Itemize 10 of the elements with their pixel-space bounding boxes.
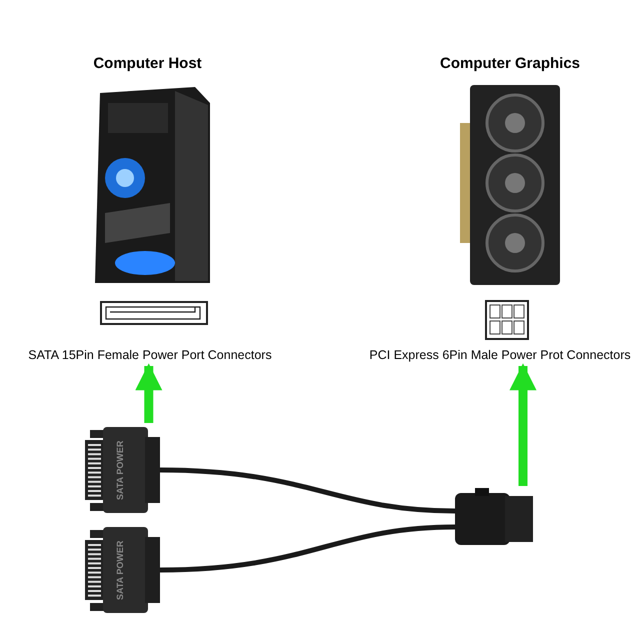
connector-caption: SATA 15Pin Female Power Port Connectors <box>27 348 273 362</box>
heading: Computer Host <box>92 55 203 72</box>
cable <box>160 468 456 514</box>
plug-label: SATA POWER <box>115 439 125 502</box>
heading: Computer Graphics <box>438 55 582 72</box>
plug-label: SATA POWER <box>115 539 125 602</box>
connector-caption: PCI Express 6Pin Male Power Prot Connectors <box>368 348 632 362</box>
arrow <box>510 363 536 486</box>
cable <box>160 524 456 572</box>
arrow <box>135 363 162 423</box>
